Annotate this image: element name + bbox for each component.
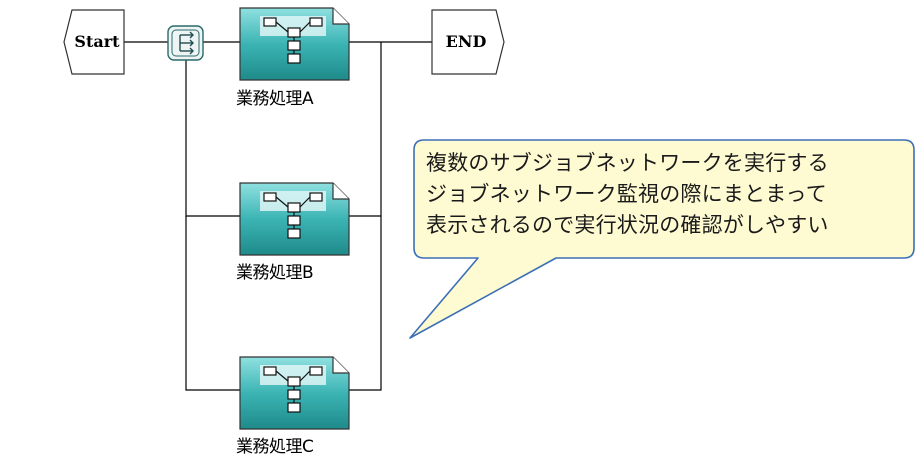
callout-line-3: 表示されるので実行状況の確認がしやすい	[426, 213, 829, 237]
start-node[interactable]	[63, 9, 125, 75]
job-node-b[interactable]	[239, 182, 350, 256]
line-branch-to-c	[185, 216, 240, 391]
callout-line-1: 複数のサブジョブネットワークを実行する	[426, 151, 829, 175]
job-node-c[interactable]	[239, 356, 350, 430]
end-label: END	[445, 32, 487, 51]
job-c-label: 業務処理C	[236, 437, 314, 457]
job-b-label: 業務処理B	[236, 263, 314, 283]
line-c-to-join	[349, 42, 382, 391]
job-a-label: 業務処理A	[236, 89, 314, 109]
connector-lines	[124, 41, 432, 391]
callout-text: 複数のサブジョブネットワークを実行する ジョブネットワーク監視の際にまとまって …	[426, 148, 916, 241]
callout-line-2: ジョブネットワーク監視の際にまとまって	[426, 182, 827, 206]
job-node-a[interactable]	[239, 7, 350, 81]
callout-bubble	[409, 139, 915, 339]
branch-icon[interactable]	[167, 25, 204, 61]
end-node[interactable]	[431, 9, 505, 75]
start-label: Start	[74, 32, 120, 51]
line-branch-to-b	[185, 60, 240, 217]
